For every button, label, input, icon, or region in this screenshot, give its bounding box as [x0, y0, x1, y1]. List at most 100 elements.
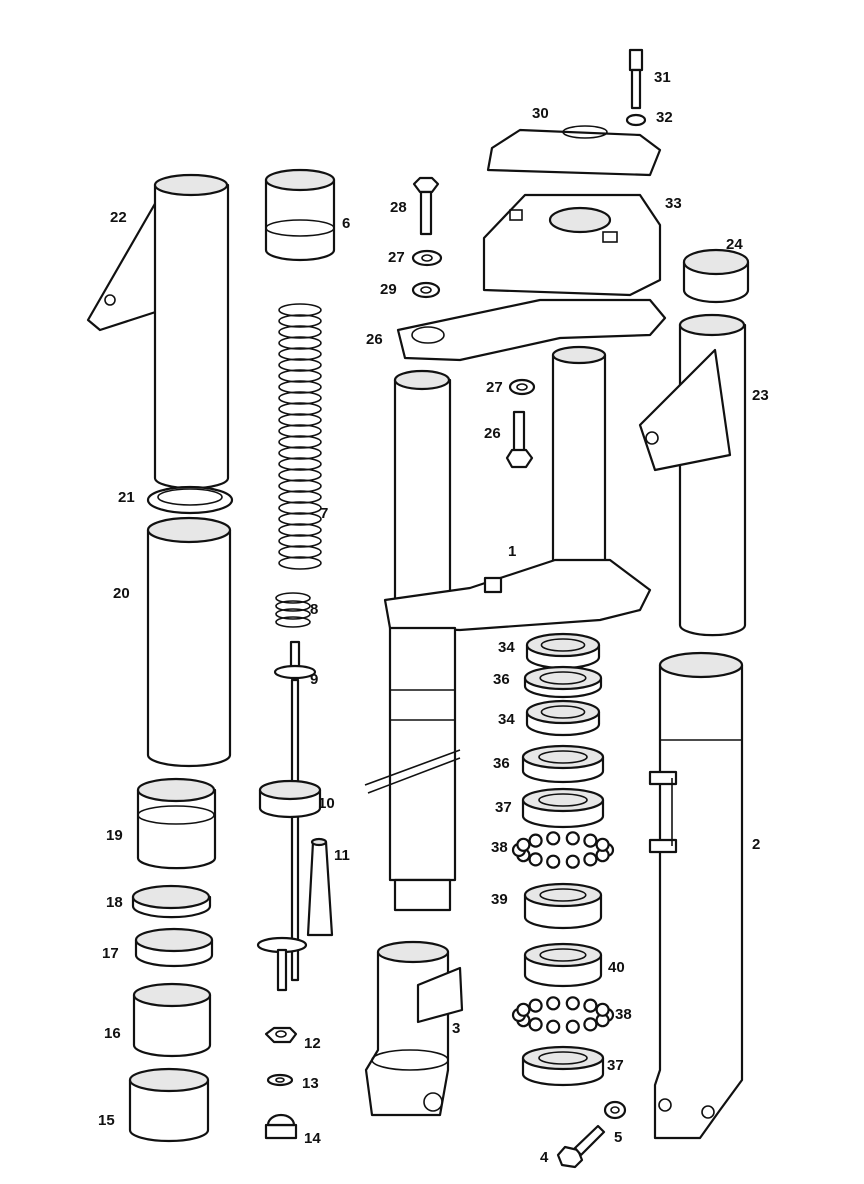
spring-coil — [278, 402, 322, 416]
part-20-sleeve — [146, 516, 232, 768]
spring-coil — [278, 369, 322, 383]
spring-coil — [278, 479, 322, 493]
label-3: 3 — [452, 1020, 460, 1037]
spring-coil — [278, 512, 322, 526]
label-10: 10 — [318, 795, 335, 812]
label-23: 23 — [752, 387, 769, 404]
part-27-washer-lower — [508, 378, 536, 396]
part-3-slider-left — [364, 940, 464, 1117]
label-11: 11 — [334, 847, 350, 864]
part-4-bolt — [556, 1124, 606, 1169]
label-22: 22 — [110, 209, 127, 226]
part-22-upper-tube-left — [86, 173, 230, 490]
small-spring-coil — [275, 616, 311, 628]
spring-coil — [278, 358, 322, 372]
ring-34-lower — [525, 699, 601, 737]
label-27a: 27 — [388, 249, 405, 266]
part-33-clamp — [482, 193, 662, 297]
label-7: 7 — [320, 505, 328, 522]
part-26-bolt — [505, 410, 534, 469]
ring-34-upper — [525, 632, 601, 670]
label-38b: 38 — [615, 1006, 632, 1023]
callout-labels: 31 30 32 33 28 6 22 24 27 29 26 27 23 26… — [98, 69, 769, 1166]
part-7-spring — [278, 303, 322, 570]
label-15: 15 — [98, 1112, 115, 1129]
label-2: 2 — [752, 836, 760, 853]
label-37b: 37 — [607, 1057, 624, 1074]
part-27-washer-upper — [411, 249, 443, 267]
label-34b: 34 — [498, 711, 515, 728]
spring-coil — [278, 457, 322, 471]
label-21: 21 — [118, 489, 135, 506]
spring-coil — [278, 468, 322, 482]
label-6: 6 — [342, 215, 350, 232]
spring-coil — [278, 446, 322, 460]
small-spring-coil — [275, 600, 311, 612]
part-13-washer — [266, 1073, 294, 1087]
ring-37-lower — [521, 1045, 605, 1087]
ring-36-lower — [521, 744, 605, 784]
label-20: 20 — [113, 585, 130, 602]
part-1-lower-yoke-stanchion — [364, 345, 652, 912]
label-33: 33 — [665, 195, 682, 212]
spring-coil — [278, 501, 322, 515]
part-11-cone — [306, 837, 334, 937]
label-28: 28 — [390, 199, 407, 216]
ring-40 — [523, 942, 603, 988]
label-31: 31 — [654, 69, 671, 86]
small-spring-coil — [275, 592, 311, 604]
part-12-nut — [264, 1026, 298, 1044]
part-30-cap — [486, 125, 662, 177]
label-12: 12 — [304, 1035, 321, 1052]
ring-37-upper — [521, 787, 605, 829]
label-19: 19 — [106, 827, 123, 844]
label-17: 17 — [102, 945, 119, 962]
label-4: 4 — [540, 1149, 549, 1166]
label-26a: 26 — [366, 331, 383, 348]
spring-coil — [278, 490, 322, 504]
spring-coil — [278, 545, 322, 559]
label-26b: 26 — [484, 425, 501, 442]
part-18-washer — [131, 884, 212, 919]
label-8: 8 — [310, 601, 318, 618]
part-31-bolt — [628, 48, 644, 110]
label-38a: 38 — [491, 839, 508, 856]
label-27b: 27 — [486, 379, 503, 396]
part-10-piston — [258, 779, 322, 819]
ring-36-upper — [523, 665, 603, 699]
spring-coil — [278, 391, 322, 405]
label-40: 40 — [608, 959, 625, 976]
part-15-bushing — [128, 1067, 210, 1143]
bearing-stack — [511, 632, 615, 1087]
ball-race-1 — [511, 831, 615, 869]
label-5: 5 — [614, 1129, 622, 1146]
part-21-ring — [146, 485, 234, 515]
label-30: 30 — [532, 105, 549, 122]
part-23-upper-tube-right — [638, 313, 747, 637]
part-8-small-spring — [275, 592, 311, 628]
spring-coil — [278, 336, 322, 350]
label-32: 32 — [656, 109, 673, 126]
spring-coil — [278, 424, 322, 438]
label-36b: 36 — [493, 755, 510, 772]
part-28-bolt — [412, 176, 440, 236]
part-29-washer — [411, 281, 441, 299]
label-9: 9 — [310, 671, 318, 688]
spring-coil — [278, 380, 322, 394]
label-13: 13 — [302, 1075, 319, 1092]
part-19-bushing — [136, 777, 217, 870]
label-1: 1 — [508, 543, 516, 560]
part-26-upper-plate — [396, 298, 667, 362]
label-16: 16 — [104, 1025, 121, 1042]
part-24-split-ring — [682, 248, 750, 304]
spring-coil — [278, 347, 322, 361]
ball-race-2 — [511, 996, 615, 1034]
spring-coil — [278, 556, 322, 570]
part-32-washer — [625, 113, 647, 127]
label-36a: 36 — [493, 671, 510, 688]
spring-coil — [278, 413, 322, 427]
spring-coil — [278, 534, 322, 548]
spring-coil — [278, 303, 322, 317]
